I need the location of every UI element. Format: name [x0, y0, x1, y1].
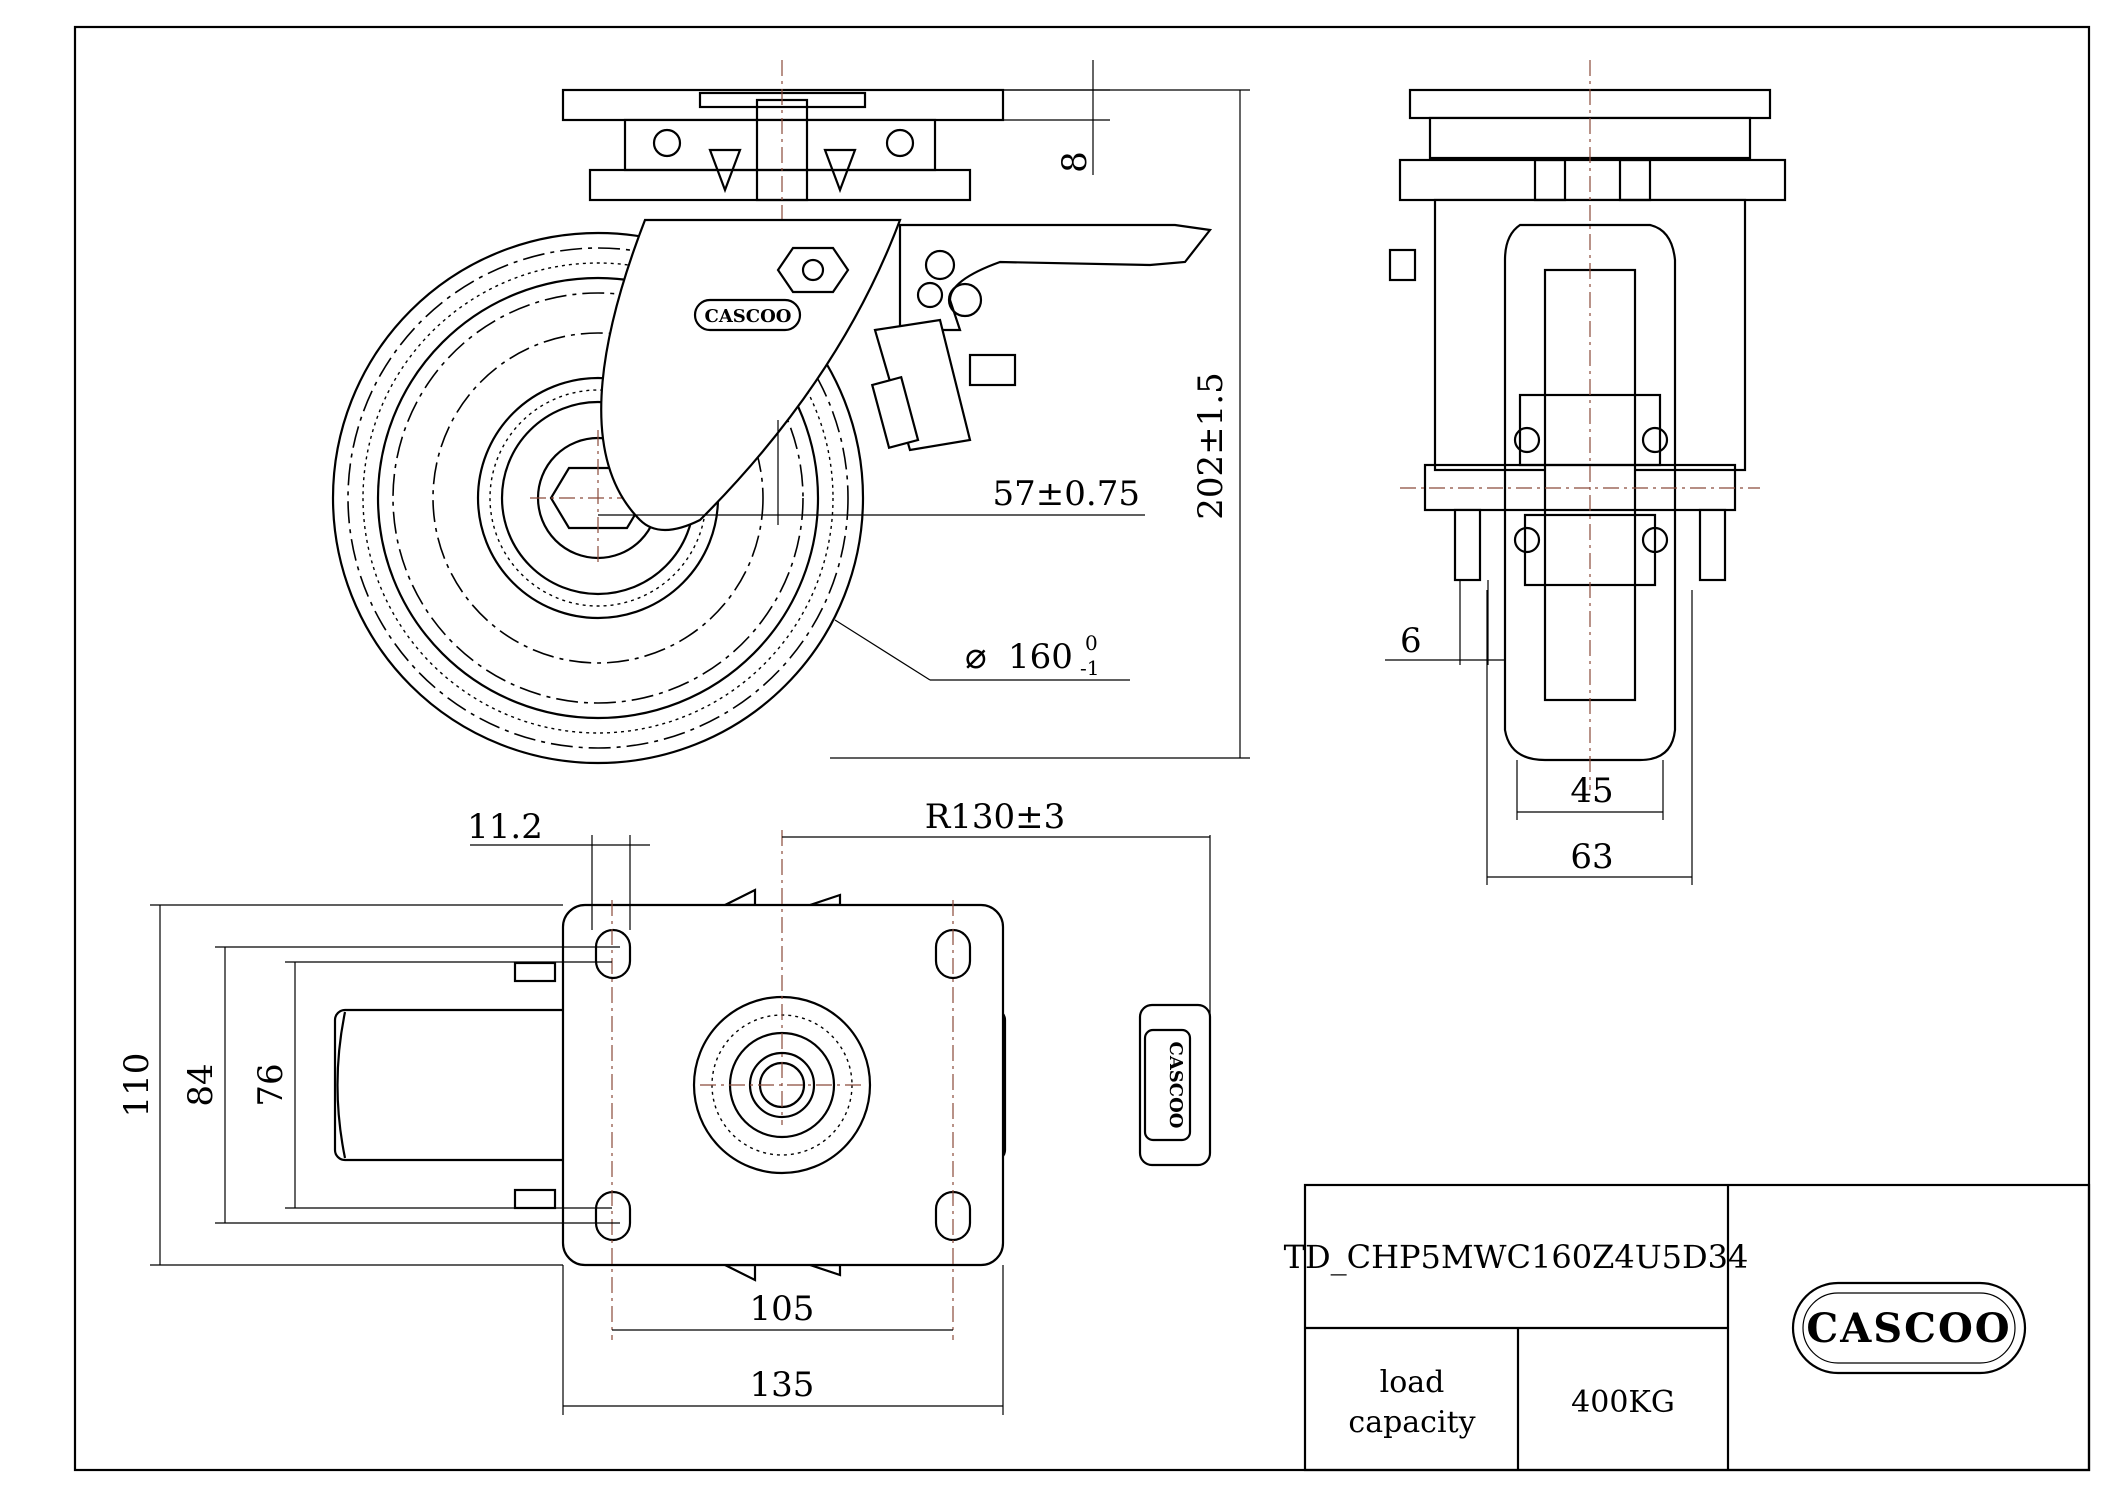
dim-diameter: 160: [1008, 637, 1073, 677]
ball-bearing-right: [885, 128, 915, 158]
dim-offset: 57±0.75: [993, 474, 1140, 514]
wheel-outer: [331, 231, 865, 765]
dim-top-thickness: 8: [1055, 151, 1095, 173]
dim-diameter-symbol: ⌀: [965, 636, 987, 677]
dim-hole-spacing-x: 105: [750, 1289, 815, 1329]
dim-hole-spacing-y2: 76: [251, 1063, 291, 1106]
dim-diameter-lower-tol: -1: [1080, 656, 1099, 680]
brand-logo-text: CASCOO: [1806, 1305, 2011, 1352]
plan-view: CASCOO 11.2 R130±3: [117, 797, 1212, 1415]
brand-logo-badge: [1791, 1281, 2027, 1375]
slot-bottom-left: [594, 1190, 632, 1242]
ball-bearing-left: [652, 128, 682, 158]
dim-plate-length: 135: [750, 1365, 815, 1405]
front-view: 6 45 63: [1385, 60, 1787, 885]
plan-top-plate: [561, 903, 1005, 1267]
load-value: 400KG: [1571, 1385, 1675, 1420]
load-label-line2: capacity: [1348, 1405, 1475, 1440]
fork-leg: [600, 218, 902, 531]
dim-side-offset: 6: [1400, 621, 1422, 661]
slot-top-left: [594, 928, 632, 980]
dim-hole-spacing-y: 84: [181, 1063, 221, 1106]
dim-hole-slot: 11.2: [467, 807, 543, 847]
load-label-line1: load: [1380, 1365, 1445, 1400]
fork-logo-badge: [693, 298, 802, 332]
dim-plate-width: 110: [117, 1053, 157, 1118]
side-view: CASCOO 8 202±1.5 57±0.75 ⌀ 160 0 -1: [331, 60, 1250, 765]
dim-overall-width: 63: [1570, 837, 1613, 877]
bearing-housing: [623, 118, 937, 172]
dim-height: 202±1.5: [1191, 372, 1231, 519]
drawing-border: [73, 25, 2091, 1472]
dim-diameter-upper-tol: 0: [1085, 631, 1098, 655]
plan-logo-text: CASCOO: [1165, 1042, 1186, 1129]
title-block: TD_CHP5MWC160Z4U5D34 load capacity 400KG…: [1284, 1183, 2091, 1472]
part-number: TD_CHP5MWC160Z4U5D34: [1284, 1238, 1749, 1276]
front-wheel: [1503, 223, 1677, 762]
dim-swivel-radius: R130±3: [925, 797, 1066, 837]
fork-logo-text: CASCOO: [705, 306, 792, 327]
dim-tread-width: 45: [1570, 771, 1613, 811]
